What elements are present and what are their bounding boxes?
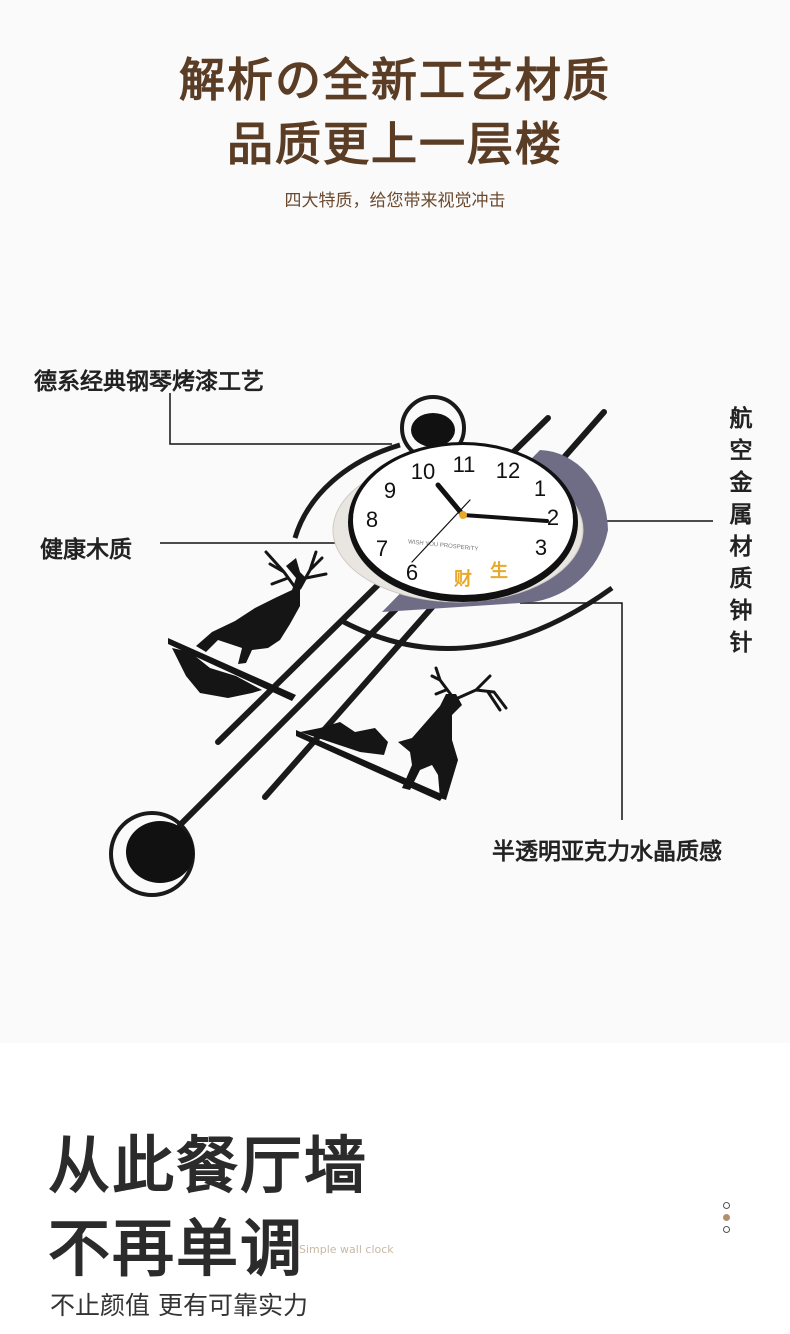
right-deer-group	[296, 666, 508, 801]
clock-number-8: 8	[366, 507, 378, 532]
annotation-wood: 健康木质	[40, 537, 132, 563]
right-deer	[398, 694, 462, 800]
left-mountain	[172, 648, 262, 698]
callout-line-paint	[169, 393, 392, 445]
clock-hands	[411, 482, 549, 563]
clock-number-11: 11	[453, 452, 476, 477]
page-title-line1: 解析の全新工艺材质	[179, 53, 611, 107]
page-title-line2: 品质更上一层楼	[227, 117, 563, 171]
carousel-indicator	[720, 1202, 732, 1238]
minute-hand	[461, 513, 549, 523]
pendulum	[109, 811, 195, 897]
bottom-tagline-en: Simple wall clock	[299, 1243, 394, 1256]
clock-number-3: 3	[535, 535, 547, 560]
clock-number-1: 1	[534, 476, 546, 501]
clock-face	[353, 445, 573, 595]
bottom-tagline-cn: 不止颜值 更有可靠实力	[50, 1291, 308, 1320]
callout-line-acrylic	[520, 602, 623, 820]
clock-badge-left: 财	[454, 568, 472, 590]
bottom-title-line1: 从此餐厅墙	[48, 1129, 369, 1202]
clock-number-10: 10	[411, 459, 435, 484]
bottom-title-line2: 不再单调	[48, 1212, 305, 1285]
carousel-dot[interactable]	[722, 1202, 730, 1209]
left-platform	[168, 638, 296, 701]
annotation-paint: 德系经典钢琴烤漆工艺	[34, 369, 264, 395]
carousel-dot-active[interactable]	[722, 1214, 730, 1221]
hour-hand	[435, 482, 466, 518]
left-deer-group	[168, 550, 328, 701]
outer-arc-bottom	[338, 585, 614, 651]
annotation-hands: 航空金属材质钟针	[729, 406, 753, 656]
hand-center	[459, 511, 467, 519]
clock-number-9: 9	[384, 478, 396, 503]
second-hand	[411, 499, 471, 563]
annotation-acrylic: 半透明亚克力水晶质感	[492, 839, 722, 865]
clock-number-6: 6	[406, 560, 418, 585]
clock-number-12: 12	[496, 458, 520, 483]
right-mountain	[300, 722, 388, 755]
outer-arc-top	[292, 442, 401, 539]
top-disc	[411, 413, 455, 447]
clock-illustration: 12 1 2 3 6 7 8 9 10 11 WISH YOU PROSPERI…	[109, 393, 713, 897]
pendulum-disc	[126, 821, 194, 883]
clock-badge-right: 生	[490, 560, 508, 582]
left-deer	[196, 558, 306, 664]
clock-number-2: 2	[547, 505, 559, 530]
clock-number-7: 7	[376, 536, 388, 561]
page-subtitle: 四大特质，给您带来视觉冲击	[284, 191, 506, 211]
carousel-dot[interactable]	[722, 1226, 730, 1233]
